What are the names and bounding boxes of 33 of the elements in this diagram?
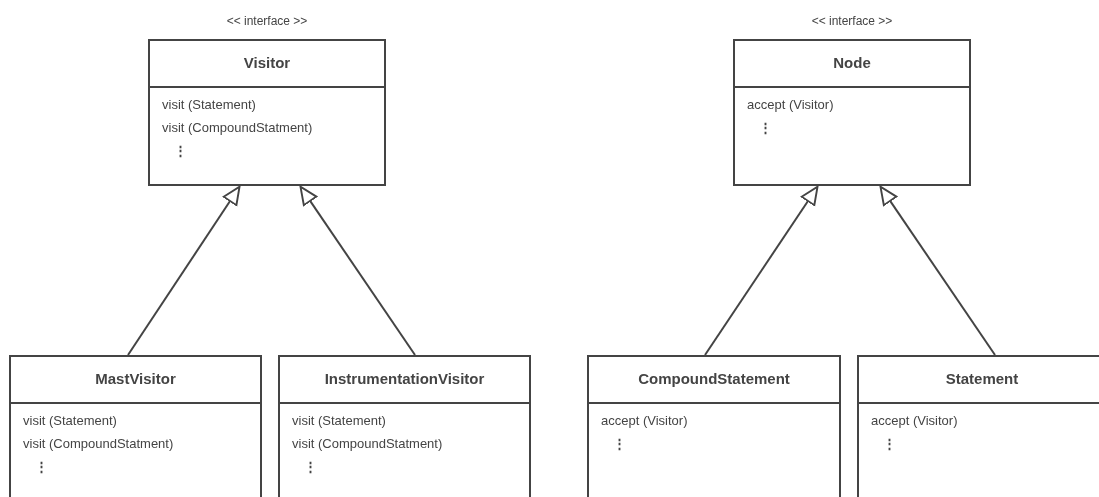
class-box bbox=[857, 355, 1099, 497]
class-box bbox=[733, 39, 971, 186]
method-text: accept (Visitor) bbox=[601, 412, 688, 429]
inheritance-arrow bbox=[704, 185, 819, 356]
method-text: ⋮ bbox=[173, 142, 187, 159]
class-box bbox=[278, 355, 531, 497]
stereotype-label: << interface >> bbox=[225, 13, 309, 30]
class-name: MastVisitor bbox=[95, 369, 176, 390]
class-name: Statement bbox=[945, 369, 1019, 390]
method-text: ⋮ bbox=[758, 119, 772, 136]
class-box bbox=[587, 355, 841, 497]
method-text: visit (CompoundStatment) bbox=[162, 119, 313, 136]
method-text: accept (Visitor) bbox=[871, 412, 958, 429]
method-text: visit (CompoundStatment) bbox=[23, 435, 174, 452]
inheritance-arrow bbox=[299, 185, 416, 356]
method-text: visit (Statement) bbox=[23, 412, 117, 429]
class-name: CompoundStatement bbox=[638, 369, 790, 390]
class-name: Node bbox=[833, 53, 871, 74]
method-text: visit (Statement) bbox=[162, 96, 256, 113]
class-box bbox=[148, 39, 386, 186]
class-name: InstrumentationVisitor bbox=[324, 369, 485, 390]
method-text: ⋮ bbox=[303, 458, 317, 475]
stereotype-label: << interface >> bbox=[810, 13, 894, 30]
class-name: Visitor bbox=[243, 53, 291, 74]
method-text: ⋮ bbox=[612, 435, 626, 452]
method-text: ⋮ bbox=[882, 435, 896, 452]
inheritance-arrow bbox=[127, 185, 241, 356]
method-text: ⋮ bbox=[34, 458, 48, 475]
method-text: accept (Visitor) bbox=[747, 96, 834, 113]
class-box bbox=[9, 355, 262, 497]
inheritance-arrow bbox=[879, 185, 996, 356]
method-text: visit (Statement) bbox=[292, 412, 386, 429]
method-text: visit (CompoundStatment) bbox=[292, 435, 443, 452]
